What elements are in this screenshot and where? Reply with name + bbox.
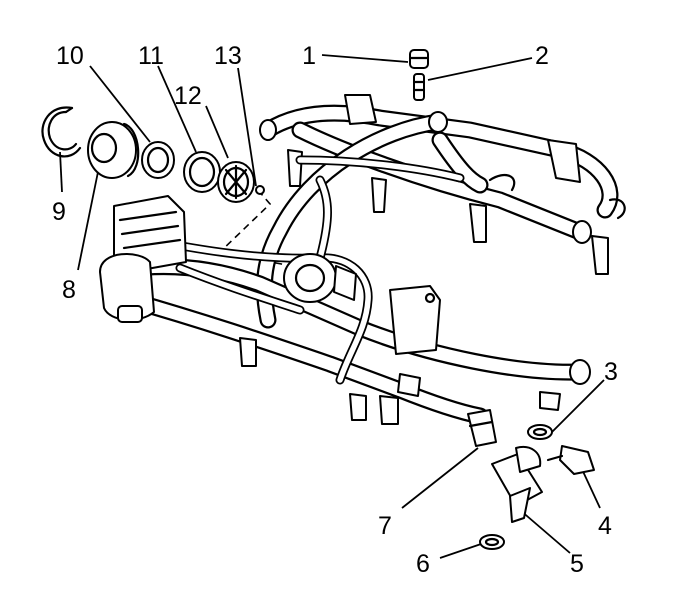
callout-8: 8 — [62, 276, 76, 304]
injector-connector — [467, 409, 497, 447]
lower-injector-o-ring — [479, 534, 505, 550]
callout-2: 2 — [535, 42, 549, 70]
callout-4: 4 — [598, 512, 612, 540]
sensor-body — [283, 253, 357, 303]
front-injectors — [239, 337, 561, 425]
small-o-ring — [255, 185, 265, 195]
callout-7: 7 — [378, 512, 392, 540]
callout-9: 9 — [52, 198, 66, 226]
snap-ring — [41, 106, 82, 158]
callout-12: 12 — [174, 82, 202, 110]
injector-retainer-clip — [546, 445, 595, 475]
fuel-rail-rear — [259, 94, 619, 244]
wiring-harness — [145, 155, 626, 385]
fuel-pressure-cap — [408, 49, 430, 69]
callout-5: 5 — [570, 550, 584, 578]
fuel-injector — [491, 446, 543, 523]
upper-injector-o-ring — [527, 424, 553, 440]
callout-13: 13 — [214, 42, 242, 70]
electrical-connector — [99, 195, 187, 323]
callout-1: 1 — [302, 42, 316, 70]
filter-screen — [217, 161, 255, 203]
o-ring-large — [141, 141, 175, 179]
schrader-valve — [412, 73, 426, 101]
callout-11: 11 — [138, 42, 164, 70]
callout-10: 10 — [56, 42, 84, 70]
callout-6: 6 — [416, 550, 430, 578]
rear-injectors — [287, 149, 609, 275]
o-ring-backup — [183, 151, 221, 193]
callout-labels: 1 2 3 4 5 6 7 8 9 10 11 12 13 — [52, 42, 618, 578]
pressure-regulator — [87, 121, 140, 179]
callout-3: 3 — [604, 358, 618, 386]
